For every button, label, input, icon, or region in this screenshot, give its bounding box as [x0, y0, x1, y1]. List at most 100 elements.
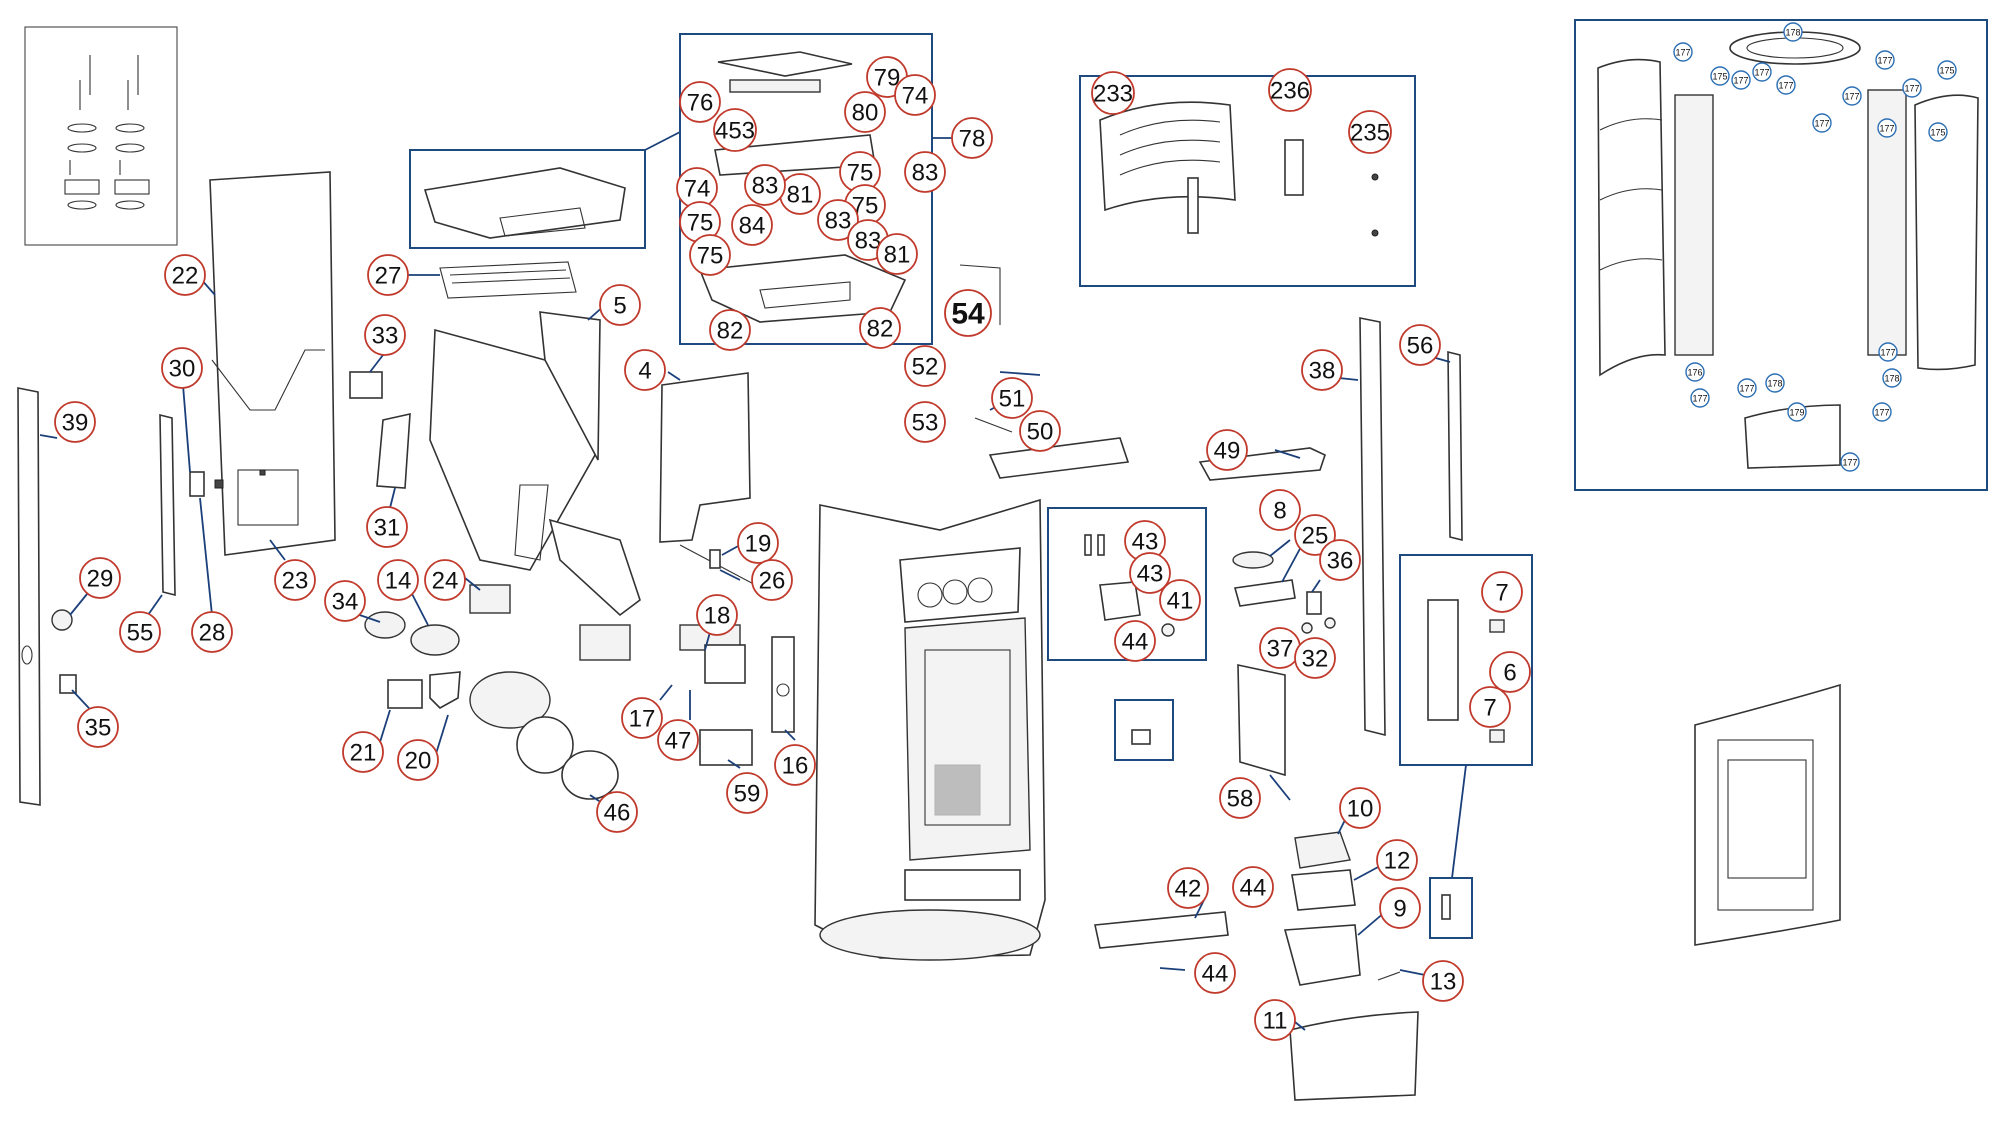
inset-callout-label: 177	[1904, 84, 1919, 94]
callout-label: 80	[852, 100, 879, 127]
inset-callout-177: 177	[1902, 78, 1922, 98]
callout-circle	[1194, 952, 1236, 994]
inset-callout-circle	[1685, 362, 1705, 382]
callout-75: 75	[689, 234, 731, 276]
callout-circle	[904, 151, 946, 193]
part-4-panel	[659, 372, 751, 543]
inset-callout-circle	[1765, 373, 1785, 393]
callout-label: 32	[1302, 646, 1329, 673]
callout-circle	[1294, 514, 1336, 556]
callout-circle	[367, 254, 409, 296]
callout-49: 49	[1206, 429, 1248, 471]
inset-callout-177: 177	[1776, 75, 1796, 95]
callout-label: 4	[638, 358, 651, 385]
callout-51: 51	[991, 377, 1033, 419]
callout-label: 43	[1137, 561, 1164, 588]
callout-label: 43	[1132, 529, 1159, 556]
callout-circle	[119, 611, 161, 653]
inset-callout-175: 175	[1928, 122, 1948, 142]
inset-callout-177: 177	[1673, 42, 1693, 62]
part-51-rod	[974, 417, 1013, 433]
callout-label: 55	[127, 620, 154, 647]
callout-43: 43	[1124, 520, 1166, 562]
inset-callout-label: 176	[1687, 368, 1702, 378]
callout-74: 74	[894, 74, 936, 116]
callout-label: 84	[739, 213, 766, 240]
callout-label: 17	[629, 706, 656, 733]
callout-55: 55	[119, 611, 161, 653]
rear-panel	[209, 171, 336, 556]
callout-label: 23	[282, 568, 309, 595]
callout-circle	[737, 522, 779, 564]
callout-label: 52	[912, 354, 939, 381]
inset-callout-177: 177	[1875, 50, 1895, 70]
callout-76: 76	[679, 81, 721, 123]
callout-circle	[342, 731, 384, 773]
callout-50: 50	[1019, 410, 1061, 452]
callout-83: 83	[904, 151, 946, 193]
callout-circle	[817, 199, 859, 241]
callout-label: 81	[884, 242, 911, 269]
callout-label: 26	[759, 568, 786, 595]
inset-callout-175: 175	[1710, 66, 1730, 86]
inset-callout-circle	[1812, 113, 1832, 133]
callout-58: 58	[1219, 777, 1261, 819]
screw-kit-inset	[24, 26, 178, 246]
part-54-rod	[959, 264, 1001, 325]
callout-28: 28	[191, 611, 233, 653]
callout-label: 28	[199, 620, 226, 647]
inset-callout-label: 177	[1733, 76, 1748, 86]
callout-84: 84	[731, 204, 773, 246]
callout-label: 12	[1384, 848, 1411, 875]
callout-label: 50	[1027, 419, 1054, 446]
callout-label: 5	[613, 293, 626, 320]
inset-callout-circle	[1731, 70, 1751, 90]
inset-callout-177: 177	[1737, 378, 1757, 398]
callout-47: 47	[657, 719, 699, 761]
callout-label: 29	[87, 566, 114, 593]
inset-callout-label: 175	[1939, 66, 1954, 76]
inset-callout-circle	[1878, 342, 1898, 362]
callout-44: 44	[1114, 620, 1156, 662]
callout-37: 37	[1259, 627, 1301, 669]
inset-callout-circle	[1783, 22, 1803, 42]
part-31-bracket	[376, 412, 411, 489]
part-50-panel	[988, 437, 1130, 479]
inset-callout-177: 177	[1752, 62, 1772, 82]
part-33-plate	[349, 371, 383, 399]
callout-label: 44	[1202, 961, 1229, 988]
callout-circle	[709, 309, 751, 351]
inset-callout-178: 178	[1882, 368, 1902, 388]
callout-label: 44	[1240, 875, 1267, 902]
inset-callout-circle	[1842, 86, 1862, 106]
callout-circle	[1206, 429, 1248, 471]
callout-circle	[894, 74, 936, 116]
door-box	[1079, 75, 1416, 287]
inset-callout-circle	[1787, 402, 1807, 422]
inset-callout-circle	[1872, 402, 1892, 422]
callout-label: 16	[782, 753, 809, 780]
callout-8: 8	[1259, 489, 1301, 531]
callout-circle	[1469, 686, 1511, 728]
inset-callout-circle	[1840, 452, 1860, 472]
callout-19: 19	[737, 522, 779, 564]
callout-label: 74	[684, 176, 711, 203]
callout-circle	[774, 744, 816, 786]
callout-81: 81	[779, 173, 821, 215]
callout-circle	[944, 289, 992, 337]
left-side-panel	[17, 387, 41, 806]
callout-46: 46	[596, 791, 638, 833]
inset-callout-177: 177	[1840, 452, 1860, 472]
callout-41: 41	[1159, 579, 1201, 621]
callout-circle	[991, 377, 1033, 419]
inset-callout-circle	[1737, 378, 1757, 398]
part-35-clip	[59, 674, 77, 694]
inset-callout-label: 177	[1874, 408, 1889, 418]
callout-75: 75	[839, 151, 881, 193]
inset-callout-177: 177	[1842, 86, 1862, 106]
callout-label: 21	[350, 740, 377, 767]
callout-label: 34	[332, 589, 359, 616]
callout-label: 25	[1302, 523, 1329, 550]
